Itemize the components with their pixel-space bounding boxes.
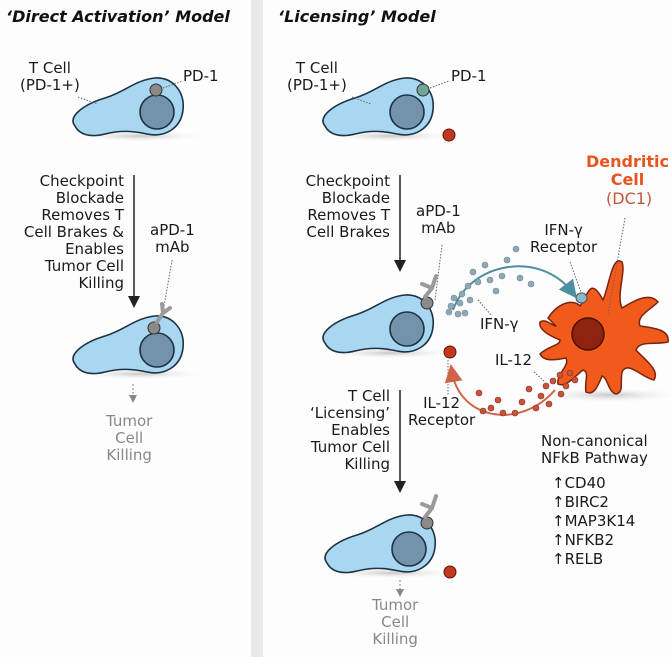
- t-cell-label-left: T Cell(PD-1+): [20, 59, 80, 94]
- ifng-receptor: [575, 292, 588, 304]
- dendritic-cell: [535, 217, 671, 403]
- t-cell-label-right: T Cell(PD-1+): [287, 59, 347, 94]
- il12-receptor-right-top: [442, 128, 456, 142]
- antibody-right-bottom: [420, 494, 438, 519]
- pd1-label-left: PD-1: [183, 67, 219, 85]
- antibody-right-middle: [420, 274, 438, 299]
- t-cell-right-bottom: [321, 514, 463, 580]
- pd1-label-right: PD-1: [451, 67, 487, 85]
- pd1-receptor-left-bottom: [147, 321, 161, 335]
- gene-item: ↑NFKB2: [552, 531, 615, 549]
- il12-receptor-right-bottom: [443, 565, 457, 579]
- gene-item: ↑CD40: [552, 474, 606, 492]
- ifng-dots: [445, 245, 535, 318]
- pd1-receptor-right-top: [416, 83, 430, 97]
- mab-leader-left: [162, 259, 173, 313]
- dc-nucleus: [571, 317, 605, 351]
- il12-label: IL-12: [495, 351, 533, 369]
- left-panel-title: ‘Direct Activation’ Model: [6, 7, 230, 26]
- ifng-receptor-leader: [569, 261, 583, 296]
- pd1-receptor-right-middle: [420, 296, 434, 310]
- ifng-label: IFN-γ: [480, 315, 519, 333]
- dc-leader: [607, 217, 626, 315]
- mab-leader-right: [434, 244, 443, 301]
- il12-leader: [533, 371, 546, 383]
- t-cell-left-top: [69, 77, 211, 143]
- pd1-leader-left: [162, 80, 184, 89]
- t-cell-left-bottom: [69, 315, 211, 381]
- panel-divider: [251, 0, 263, 657]
- il12-dots: [475, 369, 579, 417]
- pd1-receptor-left-top: [149, 83, 163, 97]
- tcell-leader-left: [77, 96, 99, 105]
- gene-item: ↑BIRC2: [552, 493, 609, 511]
- gene-item: ↑MAP3K14: [552, 512, 636, 530]
- dc-subtitle: (DC1): [606, 189, 653, 208]
- pd1-receptor-right-bottom: [420, 516, 434, 530]
- ifng-leader: [477, 299, 493, 317]
- pd1-leader-right: [429, 80, 450, 89]
- tcell-leader-right: [351, 96, 372, 105]
- il12-arrow: [444, 364, 556, 416]
- t-cell-right-middle: [319, 294, 461, 360]
- antibody-left: [155, 302, 172, 324]
- pathway-genes: ↑CD40 ↑BIRC2 ↑MAP3K14 ↑NFKB2 ↑RELB: [552, 474, 635, 569]
- right-panel-title: ‘Licensing’ Model: [278, 7, 436, 26]
- il12-receptor-right-middle: [443, 345, 457, 359]
- gene-item: ↑RELB: [552, 550, 604, 568]
